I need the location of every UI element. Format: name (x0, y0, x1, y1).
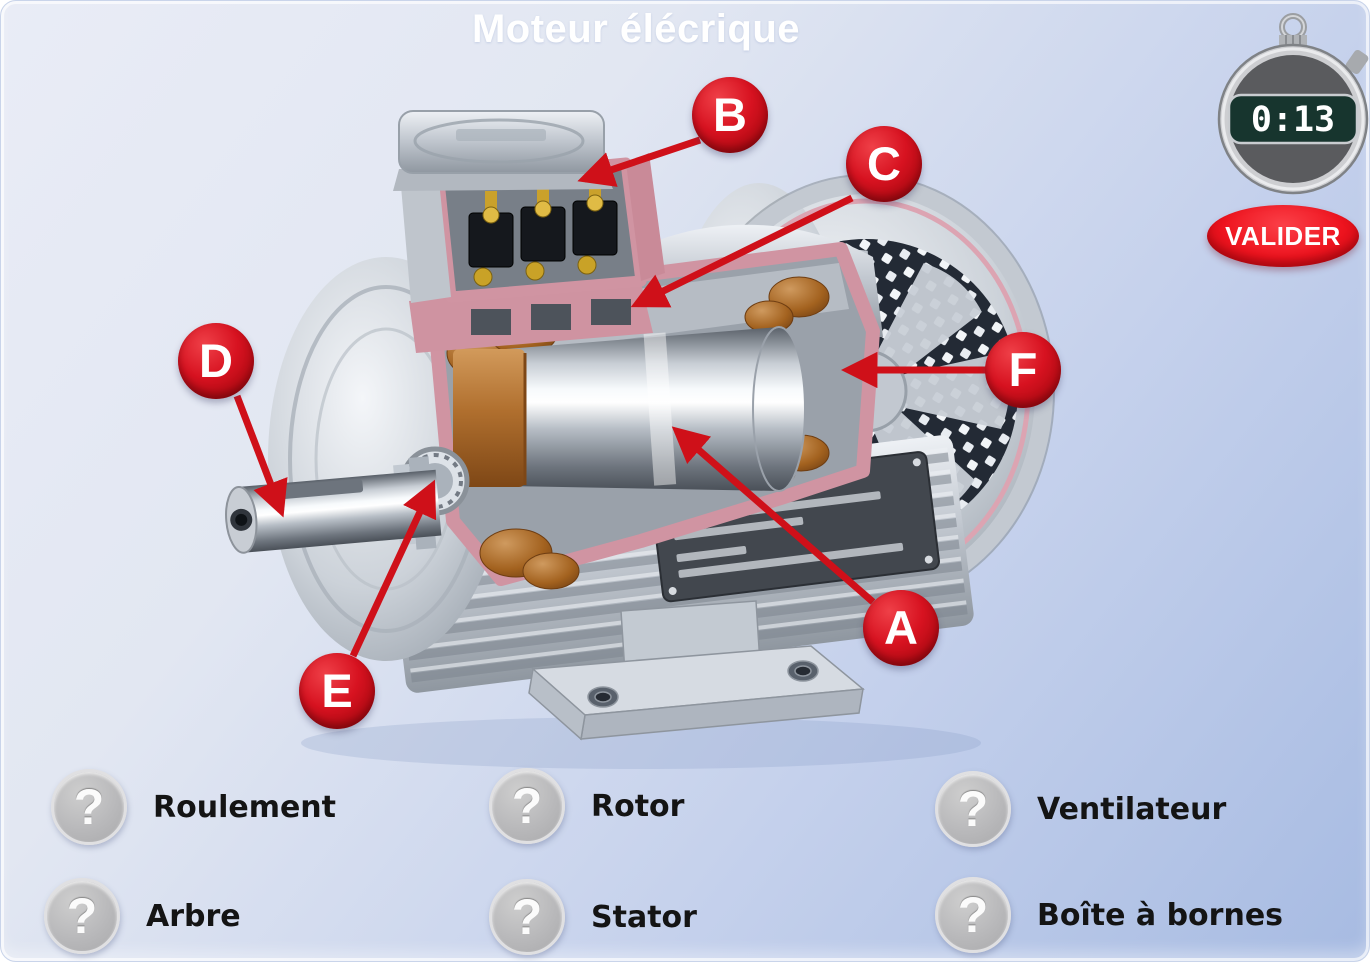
arrow-b (577, 136, 702, 187)
question-button-rotor[interactable]: ? (489, 768, 565, 844)
term-stator: ? Stator (489, 879, 697, 955)
timer: 0:13 (1213, 5, 1369, 210)
term-ventilateur: ? Ventilateur (935, 771, 1226, 847)
hotspot-d-letter: D (199, 334, 233, 387)
term-roulement: ? Roulement (51, 769, 336, 845)
term-label-rotor: Rotor (591, 788, 685, 824)
arrow-e (349, 479, 437, 658)
label-arrows (233, 136, 987, 658)
term-label-arbre: Arbre (146, 898, 241, 934)
hotspot-c[interactable]: C (846, 126, 922, 202)
validate-button[interactable]: VALIDER (1207, 205, 1359, 267)
arrow-a (671, 426, 876, 605)
terminals (468, 179, 618, 287)
motor-shadow (301, 717, 981, 769)
hotspot-c-letter: C (867, 137, 901, 190)
question-button-ventilateur[interactable]: ? (935, 771, 1011, 847)
term-label-roulement: Roulement (153, 789, 337, 825)
question-button-roulement[interactable]: ? (51, 769, 127, 845)
hotspot-d[interactable]: D (178, 323, 254, 399)
hotspot-e[interactable]: E (299, 653, 375, 729)
term-label-ventilateur: Ventilateur (1037, 791, 1227, 827)
question-button-boite-a-bornes[interactable]: ? (935, 877, 1011, 953)
arrow-d (233, 394, 288, 518)
terminal-box (393, 110, 665, 353)
mounting-feet (528, 600, 865, 741)
timer-value: 0:13 (1251, 100, 1335, 140)
hotspot-f[interactable]: F (985, 332, 1061, 408)
hotspot-b-letter: B (713, 88, 747, 141)
term-label-stator: Stator (591, 899, 697, 935)
term-rotor: ? Rotor (489, 768, 684, 844)
question-button-stator[interactable]: ? (489, 879, 565, 955)
arrow-c (630, 194, 854, 308)
rotor-end-ring (453, 349, 525, 487)
hotspot-f-letter: F (1008, 343, 1038, 396)
question-button-arbre[interactable]: ? (44, 878, 120, 954)
timer-display (1227, 93, 1359, 145)
term-arbre: ? Arbre (44, 878, 241, 954)
stopwatch-icon: 0:13 (1217, 13, 1369, 195)
hotspot-a-letter: A (884, 601, 918, 654)
term-boite-a-bornes: ? Boîte à bornes (935, 877, 1283, 953)
term-label-boite-a-bornes: Boîte à bornes (1037, 897, 1284, 933)
keyway (280, 479, 364, 500)
hotspot-a[interactable]: A (863, 590, 939, 666)
shaft (225, 456, 442, 554)
hotspot-e-letter: E (321, 664, 353, 717)
hotspot-b[interactable]: B (692, 77, 768, 153)
